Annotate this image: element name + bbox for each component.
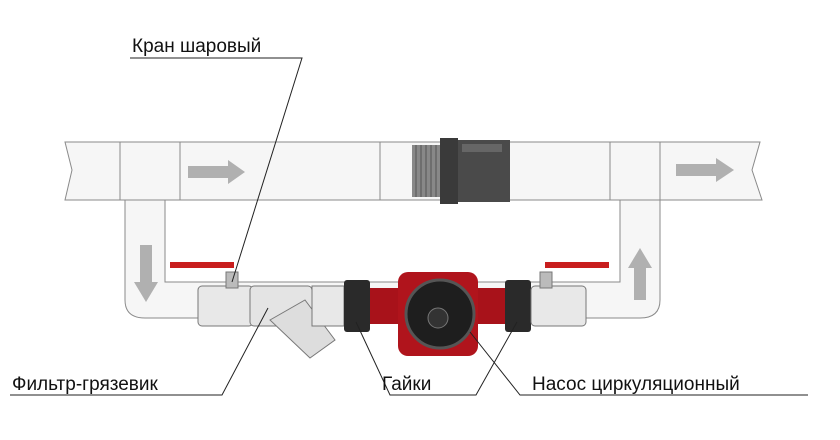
threaded-coupling bbox=[412, 138, 510, 204]
arrow-right-icon bbox=[676, 158, 734, 182]
label-pump: Насос циркуляционный bbox=[532, 374, 740, 395]
filter-strainer bbox=[249, 285, 345, 359]
nut-left bbox=[344, 280, 370, 332]
circulation-pump bbox=[370, 272, 505, 356]
ball-valve-right bbox=[530, 262, 609, 327]
arrow-right-icon bbox=[188, 160, 245, 184]
arrow-down-icon bbox=[134, 245, 158, 302]
label-ball-valve: Кран шаровый bbox=[132, 36, 261, 57]
nut-right bbox=[505, 280, 531, 332]
ball-valve-left bbox=[170, 262, 254, 327]
arrow-up-icon bbox=[628, 248, 652, 300]
label-filter: Фильтр-грязевик bbox=[12, 374, 158, 395]
flow-arrows bbox=[134, 158, 734, 302]
leader-lines bbox=[10, 57, 808, 396]
label-nuts: Гайки bbox=[382, 374, 431, 395]
